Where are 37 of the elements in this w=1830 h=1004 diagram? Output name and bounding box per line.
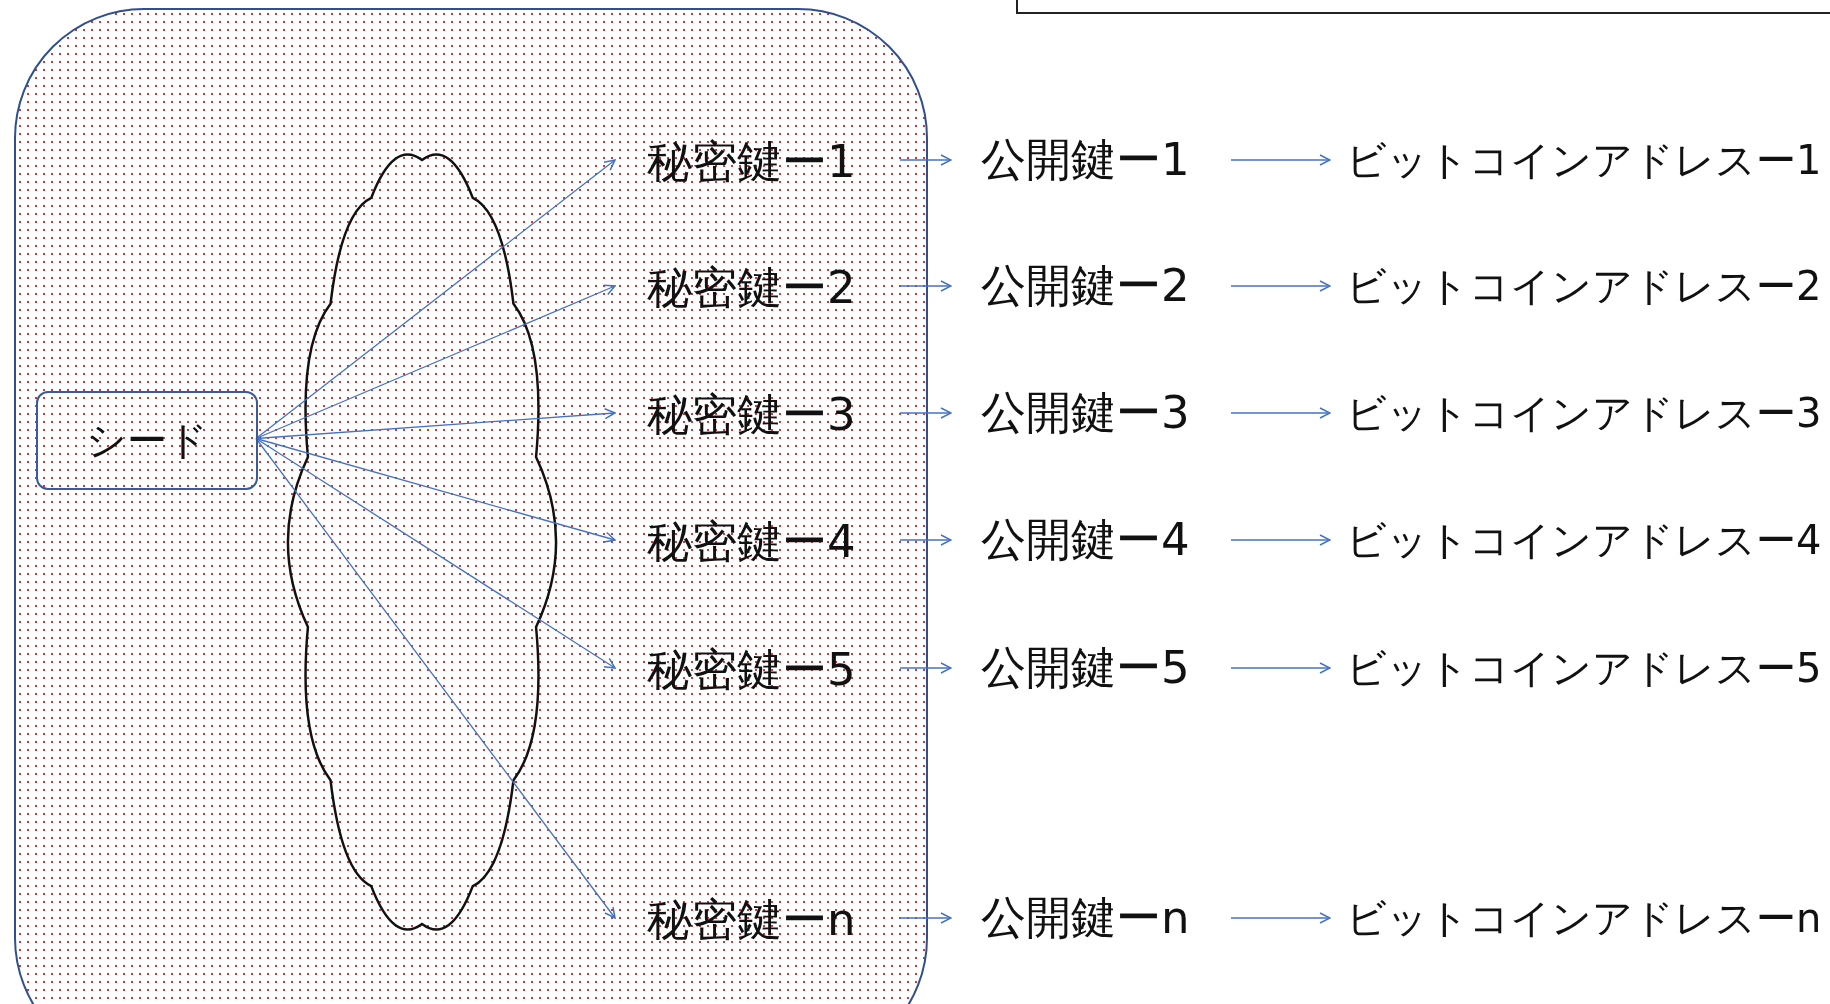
node-label: 秘密鍵ーn (647, 892, 856, 948)
node-label: 公開鍵ーn (981, 890, 1190, 946)
arrow (899, 407, 952, 419)
arrow (899, 280, 952, 292)
arrow (899, 912, 952, 924)
arrow (899, 534, 952, 546)
arrow (1230, 662, 1331, 674)
arrow (255, 159, 616, 440)
arrow (1230, 912, 1331, 924)
arrow (255, 437, 616, 669)
arrow (1230, 534, 1331, 546)
node-label: 公開鍵ー3 (981, 385, 1190, 441)
node-label: ビットコインアドレスー4 (1346, 515, 1822, 565)
node-label: ビットコインアドレスー3 (1346, 388, 1822, 438)
node-label: 秘密鍵ー1 (647, 134, 856, 190)
node-label: 秘密鍵ー3 (647, 387, 856, 443)
node-label: 秘密鍵ー5 (647, 642, 856, 698)
node-label: 公開鍵ー4 (981, 512, 1190, 568)
node-label: シード (86, 416, 208, 465)
node-label: ビットコインアドレスー2 (1346, 261, 1822, 311)
arrow (255, 407, 616, 440)
group-panel (14, 8, 928, 1004)
arrow (1230, 280, 1331, 292)
node-label: 秘密鍵ー2 (647, 260, 856, 316)
node-label: 公開鍵ー2 (981, 258, 1190, 314)
arrow (255, 284, 616, 440)
node-label: ビットコインアドレスー5 (1346, 643, 1822, 693)
arrow (1230, 407, 1331, 419)
node-label: 秘密鍵ー4 (647, 514, 856, 570)
arrow (899, 662, 952, 674)
arrow (1230, 154, 1331, 166)
node-label: 公開鍵ー5 (981, 640, 1190, 696)
node-label: 公開鍵ー1 (981, 132, 1190, 188)
seed-box (36, 391, 258, 490)
node-label: ビットコインアドレスー1 (1346, 135, 1822, 185)
arrow (899, 154, 952, 166)
node-label: ビットコインアドレスーn (1346, 893, 1822, 943)
